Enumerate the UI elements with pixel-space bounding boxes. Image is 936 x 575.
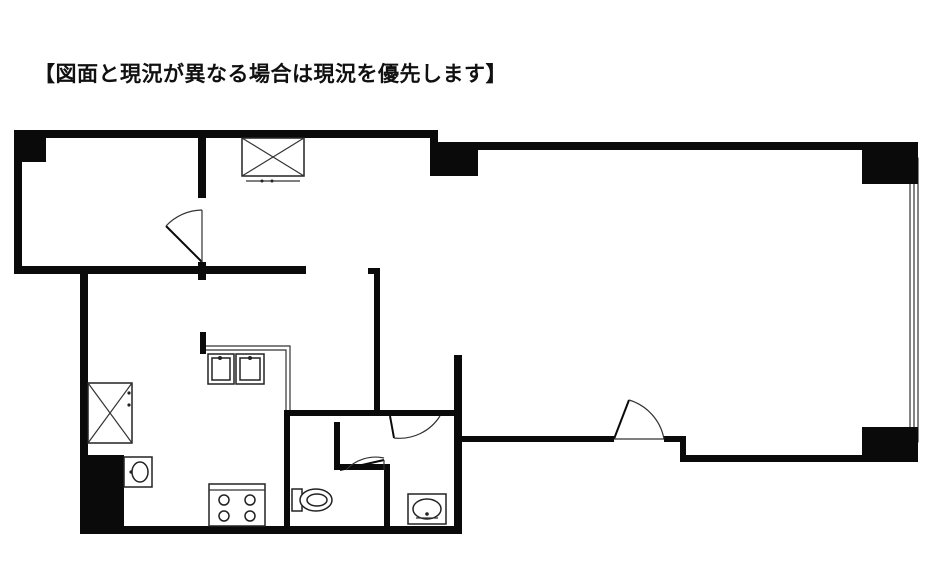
- door-left-room: [165, 209, 203, 263]
- structural-columns: [14, 130, 918, 534]
- wash-basin: [407, 493, 447, 525]
- door-main-room: [613, 399, 665, 440]
- inner-walls: [198, 130, 462, 530]
- kitchen-counter: [206, 345, 291, 410]
- disclaimer-notice: 【図面と現況が異なる場合は現況を優先します】: [34, 62, 507, 86]
- door-bathroom: [389, 415, 441, 439]
- door-toilet: [339, 456, 385, 471]
- window: [909, 157, 919, 443]
- storage-box: [241, 137, 305, 183]
- double-sink: [207, 353, 265, 385]
- hand-sink: [123, 456, 153, 488]
- stove: [208, 483, 266, 527]
- washer-box: [87, 382, 133, 444]
- toilet: [291, 488, 333, 512]
